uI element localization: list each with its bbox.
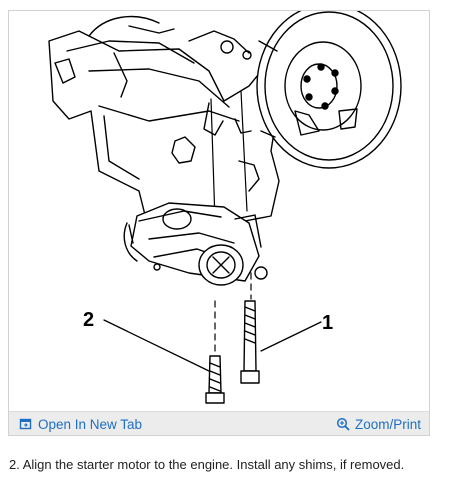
callout-leaders bbox=[103, 319, 322, 372]
starter-motor-drawing bbox=[123, 202, 268, 286]
open-in-new-tab-label: Open In New Tab bbox=[38, 416, 143, 432]
bolt-1-drawing bbox=[240, 300, 260, 384]
figure-toolbar: Open In New Tab Zoom/Print bbox=[9, 411, 429, 435]
open-in-new-tab-button[interactable]: Open In New Tab bbox=[19, 416, 142, 432]
zoom-icon bbox=[336, 417, 350, 431]
alignment-lines bbox=[210, 90, 252, 357]
callout-1: 1 bbox=[322, 312, 333, 334]
engine-block-drawing bbox=[48, 15, 280, 237]
flywheel-drawing bbox=[256, 11, 402, 169]
zoom-print-label: Zoom/Print bbox=[354, 416, 421, 432]
zoom-print-button[interactable]: Zoom/Print bbox=[336, 416, 421, 432]
step-caption: 2. Align the starter motor to the engine… bbox=[9, 457, 405, 472]
callout-2: 2 bbox=[83, 309, 94, 331]
starter-motor-illustration: 2 1 bbox=[9, 11, 429, 411]
open-in-new-tab-icon bbox=[19, 417, 33, 431]
figure-container: 2 1 Open In New Tab bbox=[8, 10, 430, 436]
bolt-2-drawing bbox=[205, 355, 225, 404]
